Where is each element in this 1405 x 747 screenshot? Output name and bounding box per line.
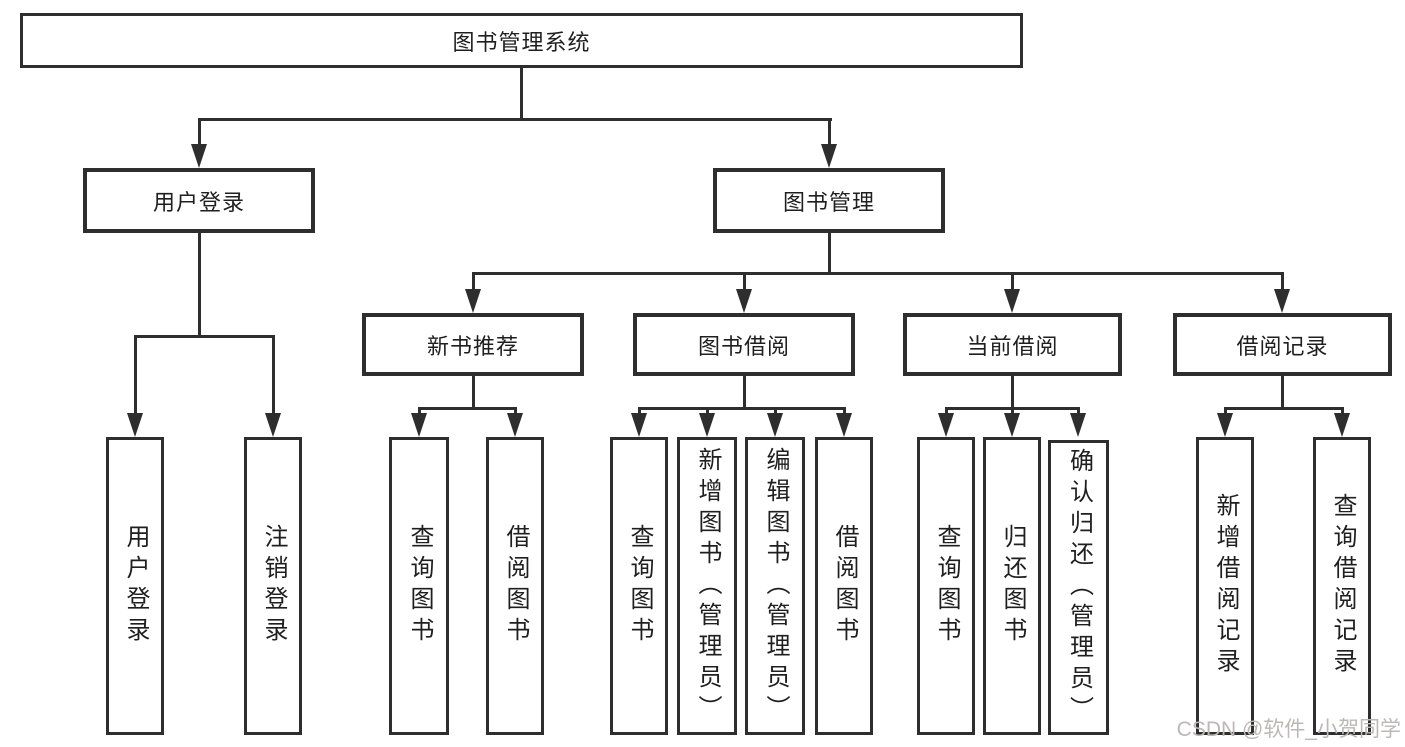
connector-line [1011, 376, 1014, 407]
connector-line [638, 407, 846, 410]
node-library-system-root: 图书管理系统 [20, 13, 1023, 68]
connector-line [472, 272, 1284, 275]
leaf-borrow-books: 借阅图书 [815, 437, 873, 735]
arrowhead-down-icon [191, 144, 207, 168]
node-new-book-recommend: 新书推荐 [362, 313, 584, 376]
connector-line [418, 407, 517, 410]
leaf-confirm-return-admin: 确认归还（管理员） [1048, 440, 1109, 735]
connector-line [272, 335, 275, 415]
node-current-borrow: 当前借阅 [903, 313, 1122, 376]
node-label: 新书推荐 [426, 333, 519, 359]
connector-line [1341, 407, 1344, 417]
leaf-label: 归还图书 [999, 524, 1026, 648]
arrowhead-down-icon [1070, 413, 1086, 437]
arrowhead-down-icon [1004, 289, 1020, 313]
leaf-borrow-books-recommend: 借阅图书 [486, 437, 544, 735]
connector-line [638, 407, 641, 417]
leaf-label: 新增图书（管理员） [694, 446, 721, 726]
node-label: 图书管理系统 [452, 29, 591, 55]
node-user-login: 用户登录 [83, 168, 315, 233]
node-book-management: 图书管理 [713, 168, 945, 233]
connector-line [828, 118, 831, 146]
connector-line [198, 118, 201, 146]
connector-line [418, 407, 421, 417]
leaf-label: 查询图书 [406, 524, 433, 648]
connector-line [1077, 407, 1080, 417]
leaf-label: 用户登录 [122, 524, 149, 648]
leaf-add-borrow-record: 新增借阅记录 [1196, 437, 1254, 735]
node-borrow-records: 借阅记录 [1173, 313, 1392, 376]
arrowhead-down-icon [265, 413, 281, 437]
arrowhead-down-icon [465, 289, 481, 313]
node-label: 当前借阅 [966, 333, 1059, 359]
connector-line [843, 407, 846, 417]
node-book-borrow: 图书借阅 [633, 313, 855, 376]
connector-line [774, 407, 777, 417]
arrowhead-down-icon [631, 413, 647, 437]
leaf-label: 借阅图书 [502, 524, 529, 648]
node-label: 图书管理 [782, 189, 875, 215]
connector-line [743, 376, 746, 407]
arrowhead-down-icon [736, 289, 752, 313]
connector-line [134, 335, 275, 338]
leaf-label: 借阅图书 [831, 524, 858, 648]
leaf-logout: 注销登录 [244, 437, 302, 735]
connector-line [1011, 407, 1014, 417]
csdn-watermark: CSDN @软件_小贺同学 [1176, 718, 1401, 741]
leaf-query-books-recommend: 查询图书 [389, 437, 449, 735]
connector-line [198, 233, 201, 335]
arrowhead-down-icon [836, 413, 852, 437]
arrowhead-down-icon [1217, 413, 1233, 437]
node-label: 图书借阅 [697, 333, 790, 359]
leaf-add-books-admin: 新增图书（管理员） [677, 437, 737, 735]
leaf-label: 新增借阅记录 [1212, 493, 1239, 679]
leaf-user-login: 用户登录 [106, 437, 164, 735]
leaf-return-books: 归还图书 [983, 437, 1041, 735]
arrowhead-down-icon [699, 413, 715, 437]
arrowhead-down-icon [1334, 413, 1350, 437]
leaf-label: 查询图书 [933, 524, 960, 648]
arrowhead-down-icon [1004, 413, 1020, 437]
connector-line [520, 68, 523, 118]
leaf-label: 编辑图书（管理员） [762, 446, 789, 726]
connector-line [472, 376, 475, 407]
connector-line [134, 335, 137, 415]
connector-line [514, 407, 517, 417]
connector-line [1224, 407, 1227, 417]
arrowhead-down-icon [411, 413, 427, 437]
leaf-query-borrow-record: 查询借阅记录 [1313, 437, 1371, 735]
connector-line [1011, 272, 1014, 292]
leaf-label: 确认归还（管理员） [1065, 448, 1093, 727]
leaf-label: 查询图书 [626, 524, 653, 648]
connector-line [706, 407, 709, 417]
connector-line [1281, 376, 1284, 407]
leaf-edit-books-admin: 编辑图书（管理员） [745, 437, 805, 735]
connector-line [472, 272, 475, 292]
leaf-query-books-borrow: 查询图书 [610, 437, 668, 735]
connector-line [198, 118, 832, 121]
leaf-label: 查询借阅记录 [1329, 493, 1356, 679]
arrowhead-down-icon [821, 144, 837, 168]
connector-line [1281, 272, 1284, 292]
arrowhead-down-icon [127, 413, 143, 437]
arrowhead-down-icon [1274, 289, 1290, 313]
leaf-query-books-current: 查询图书 [917, 437, 975, 735]
arrowhead-down-icon [507, 413, 523, 437]
connector-line [828, 233, 831, 272]
leaf-label: 注销登录 [260, 524, 287, 648]
connector-line [945, 407, 948, 417]
node-label: 借阅记录 [1236, 333, 1329, 359]
node-label: 用户登录 [152, 189, 245, 215]
connector-line [1224, 407, 1344, 410]
arrowhead-down-icon [767, 413, 783, 437]
arrowhead-down-icon [938, 413, 954, 437]
connector-line [743, 272, 746, 292]
